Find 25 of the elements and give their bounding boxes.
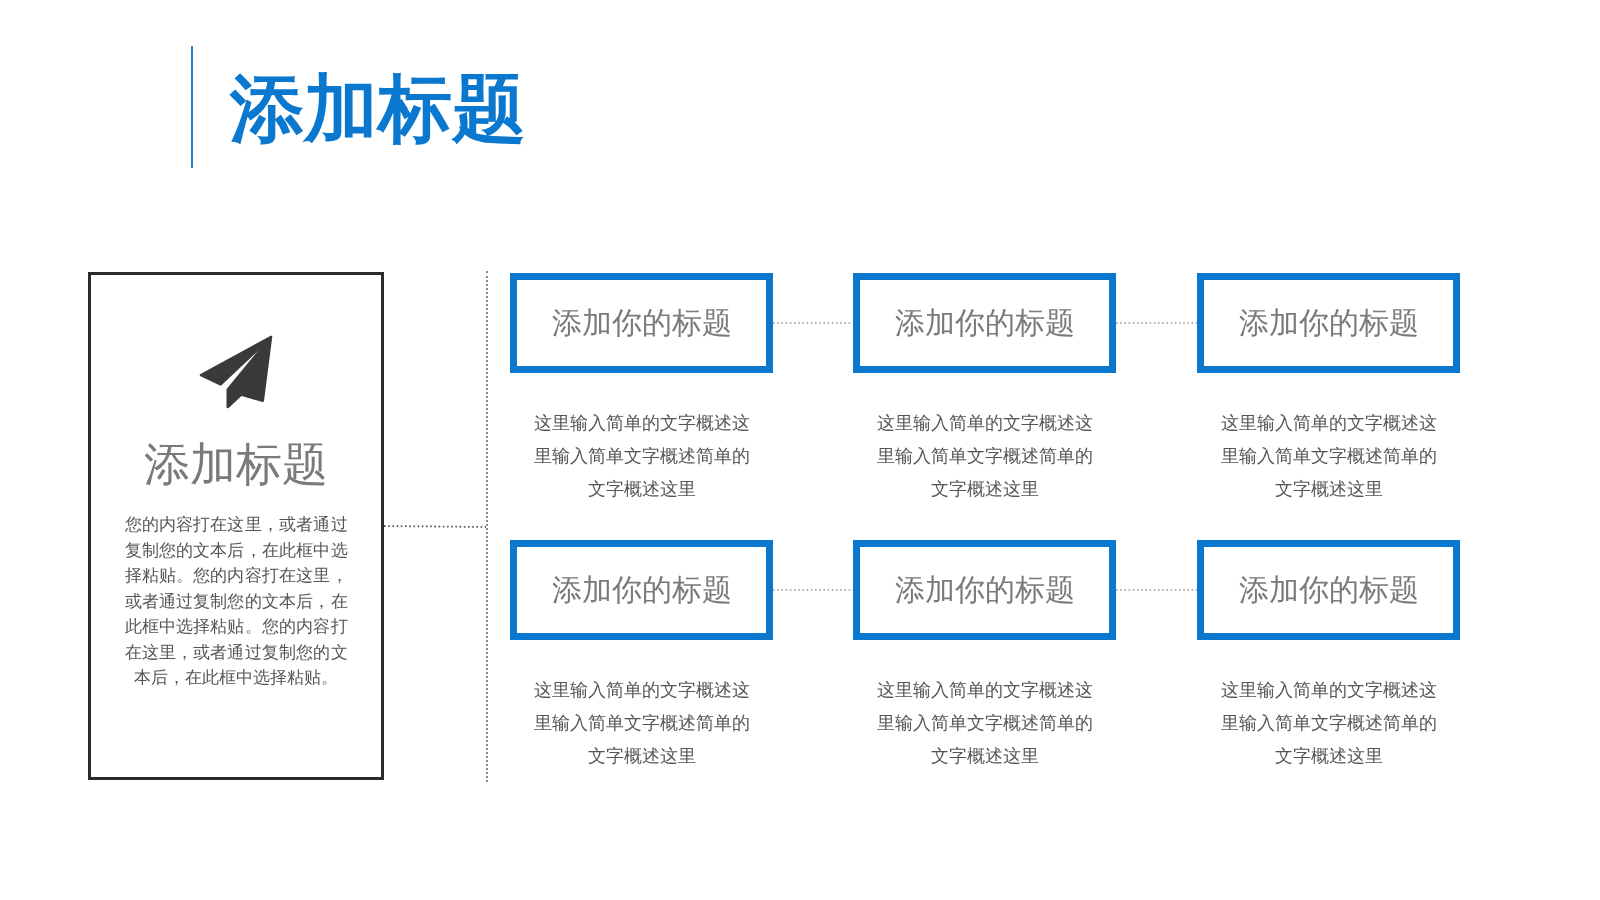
description-text: 这里输入简单的文字概述这里输入简单文字概述简单的文字概述这里 bbox=[1219, 678, 1438, 768]
description-text: 这里输入简单的文字概述这里输入简单文字概述简单的文字概述这里 bbox=[532, 678, 751, 768]
frame-title: 添加你的标题 bbox=[894, 571, 1075, 609]
content-card bbox=[88, 272, 384, 780]
connector-line bbox=[383, 525, 487, 528]
title-frame bbox=[1197, 273, 1460, 373]
frame-title: 添加你的标题 bbox=[551, 304, 732, 342]
title-frame bbox=[853, 540, 1116, 640]
frame-title: 添加你的标题 bbox=[1238, 304, 1419, 342]
frame-title: 添加你的标题 bbox=[894, 304, 1075, 342]
title-frame bbox=[510, 540, 773, 640]
description-text: 这里输入简单的文字概述这里输入简单文字概述简单的文字概述这里 bbox=[875, 678, 1094, 768]
title-frame bbox=[853, 273, 1116, 373]
description-text: 这里输入简单的文字概述这里输入简单文字概述简单的文字概述这里 bbox=[1219, 411, 1438, 501]
description-text: 这里输入简单的文字概述这里输入简单文字概述简单的文字概述这里 bbox=[875, 411, 1094, 501]
description-text: 这里输入简单的文字概述这里输入简单文字概述简单的文字概述这里 bbox=[532, 411, 751, 501]
frame-title: 添加你的标题 bbox=[1238, 571, 1419, 609]
card-body-text: 您的内容打在这里，或者通过复制您的文本后，在此框中选择粘贴。您的内容打在这里，或者通过复制您的文本后，在此框中选择粘贴。您的内容打在这里，或者通过复制您的文本后，在此框中选择粘贴。 bbox=[124, 513, 348, 689]
card-title: 添加标题 bbox=[144, 436, 328, 493]
page-title: 添加标题 bbox=[230, 64, 526, 153]
connector-line bbox=[1115, 322, 1198, 324]
connector-line bbox=[1115, 589, 1198, 591]
title-frame bbox=[1197, 540, 1460, 640]
frame-title: 添加你的标题 bbox=[551, 571, 732, 609]
title-frame bbox=[510, 273, 773, 373]
